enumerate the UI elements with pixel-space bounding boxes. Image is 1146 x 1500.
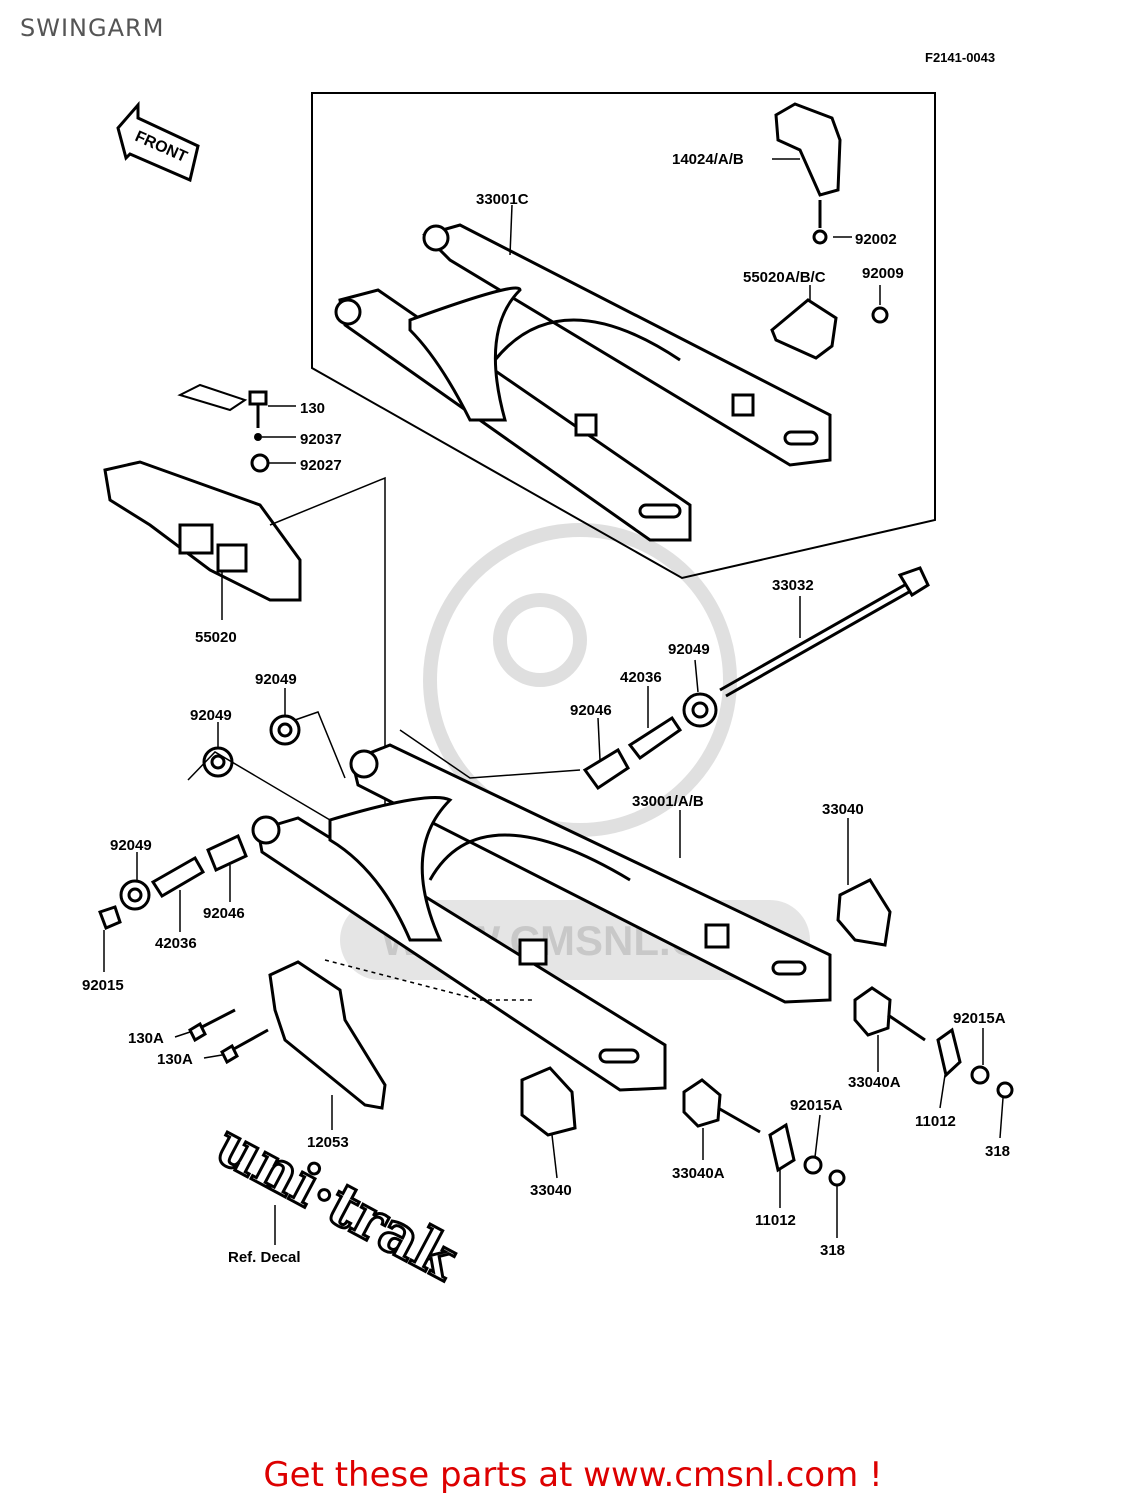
plate-11012-upper bbox=[936, 1027, 962, 1078]
collar-92049-left-top bbox=[202, 746, 234, 778]
label-33040a-upper: 33040A bbox=[848, 1074, 901, 1091]
leader-bushing-lower bbox=[399, 729, 581, 779]
leader-collar-top bbox=[187, 751, 331, 821]
leader-guide bbox=[269, 476, 386, 860]
label-318-upper: 318 bbox=[985, 1143, 1010, 1160]
page-title: SWINGARM bbox=[20, 14, 165, 42]
swingarm-upper bbox=[334, 223, 832, 542]
adjuster-33040a-lower bbox=[682, 1078, 761, 1134]
chain-guard-part bbox=[774, 102, 842, 197]
label-92027: 92027 bbox=[300, 457, 342, 474]
nut-92015a-lower bbox=[803, 1155, 823, 1175]
bushing-92046-right bbox=[582, 747, 630, 791]
adjuster-33040a-upper bbox=[853, 986, 926, 1042]
label-92002: 92002 bbox=[855, 231, 897, 248]
label-92009: 92009 bbox=[862, 265, 904, 282]
washer-318-lower bbox=[828, 1169, 846, 1187]
diagram-code: F2141-0043 bbox=[925, 50, 996, 65]
decal-seal-part bbox=[177, 383, 248, 412]
label-33001ab: 33001/A/B bbox=[632, 793, 704, 810]
upper-group-box bbox=[311, 92, 936, 580]
label-33001c: 33001C bbox=[476, 191, 529, 208]
parts-diagram: WWW.CMSNL.COM FRONT bbox=[82, 92, 1014, 1296]
label-14024: 14024/A/B bbox=[672, 151, 744, 168]
nut-92015 bbox=[98, 905, 122, 930]
label-92046-right: 92046 bbox=[570, 702, 612, 719]
label-92015a-lower: 92015A bbox=[790, 1097, 843, 1114]
bolt-130a-lower bbox=[220, 1028, 269, 1065]
adjuster-33040-upper bbox=[836, 878, 892, 947]
bracket-55020a bbox=[770, 298, 838, 360]
leader-collar-mid bbox=[294, 711, 346, 779]
label-33040-lower: 33040 bbox=[530, 1182, 572, 1199]
label-92015: 92015 bbox=[82, 977, 124, 994]
label-92049-mid: 92049 bbox=[255, 671, 297, 688]
label-130a-lower: 130A bbox=[157, 1051, 193, 1068]
bolt-92002 bbox=[812, 200, 828, 245]
adjuster-33040-lower bbox=[520, 1066, 577, 1137]
label-33032: 33032 bbox=[772, 577, 814, 594]
label-318-lower: 318 bbox=[820, 1242, 845, 1259]
chain-cover-12053 bbox=[268, 960, 387, 1110]
label-55020abc: 55020A/B/C bbox=[743, 269, 826, 286]
label-92046-left: 92046 bbox=[203, 905, 245, 922]
label-ref-decal: Ref. Decal bbox=[228, 1249, 301, 1266]
collar-92049-left bbox=[119, 879, 151, 911]
pivot-shaft-33032 bbox=[719, 566, 930, 698]
label-130: 130 bbox=[300, 400, 325, 417]
plate-11012-lower bbox=[768, 1122, 796, 1173]
footer-link[interactable]: Get these parts at www.cmsnl.com ! bbox=[263, 1455, 883, 1495]
bushing-92046-left bbox=[206, 833, 248, 873]
washer-92037 bbox=[254, 433, 262, 441]
watermark-logo bbox=[423, 523, 737, 837]
swingarm-lower bbox=[251, 743, 832, 1092]
label-92015a-upper: 92015A bbox=[953, 1010, 1006, 1027]
label-11012-lower: 11012 bbox=[755, 1212, 796, 1229]
label-130a-upper: 130A bbox=[128, 1030, 164, 1047]
nut-92015a-upper bbox=[970, 1065, 990, 1085]
bolt-92009 bbox=[871, 306, 889, 324]
label-55020: 55020 bbox=[195, 629, 237, 646]
label-11012-upper: 11012 bbox=[915, 1113, 956, 1130]
collar-92049-mid bbox=[269, 714, 301, 746]
label-92049-left-top: 92049 bbox=[190, 707, 232, 724]
label-42036-left: 42036 bbox=[155, 935, 197, 952]
label-42036-right: 42036 bbox=[620, 669, 662, 686]
sleeve-42036-right bbox=[627, 715, 683, 761]
collar-92049-right bbox=[682, 692, 718, 728]
leader-chain-cover bbox=[324, 959, 535, 1001]
label-12053: 12053 bbox=[307, 1134, 349, 1151]
label-92049-left: 92049 bbox=[110, 837, 152, 854]
label-leaders bbox=[103, 158, 1004, 1245]
washer-318-upper bbox=[996, 1081, 1014, 1099]
label-92037: 92037 bbox=[300, 431, 342, 448]
sleeve-42036-left bbox=[150, 855, 206, 899]
label-33040a-lower: 33040A bbox=[672, 1165, 725, 1182]
label-33040-upper: 33040 bbox=[822, 801, 864, 818]
bolt-130 bbox=[248, 390, 268, 428]
bolt-130a-upper bbox=[188, 1008, 236, 1043]
label-92049-right: 92049 bbox=[668, 641, 710, 658]
nut-92027 bbox=[250, 453, 270, 473]
front-arrow-icon bbox=[116, 100, 200, 183]
